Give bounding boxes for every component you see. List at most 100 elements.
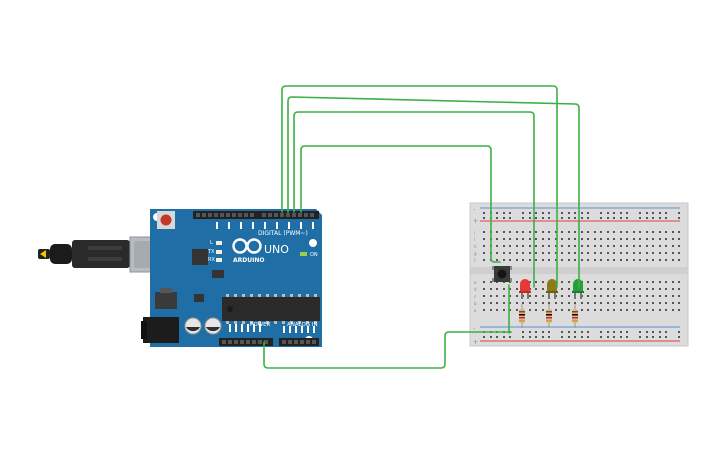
breadboard-hole[interactable]: [639, 309, 641, 311]
breadboard-hole[interactable]: [652, 331, 654, 333]
breadboard-hole[interactable]: [607, 281, 609, 283]
breadboard-hole[interactable]: [652, 231, 654, 233]
breadboard-hole[interactable]: [678, 231, 680, 233]
breadboard-hole[interactable]: [626, 212, 628, 214]
breadboard-hole[interactable]: [613, 336, 615, 338]
breadboard-hole[interactable]: [633, 295, 635, 297]
breadboard-hole[interactable]: [496, 302, 498, 304]
breadboard-hole[interactable]: [620, 212, 622, 214]
breadboard-hole[interactable]: [574, 331, 576, 333]
breadboard-hole[interactable]: [516, 238, 518, 240]
breadboard-hole[interactable]: [613, 217, 615, 219]
breadboard-hole[interactable]: [568, 302, 570, 304]
breadboard-hole[interactable]: [483, 336, 485, 338]
breadboard-hole[interactable]: [626, 288, 628, 290]
breadboard-hole[interactable]: [561, 245, 563, 247]
breadboard-hole[interactable]: [613, 302, 615, 304]
breadboard-hole[interactable]: [646, 212, 648, 214]
breadboard-hole[interactable]: [509, 295, 511, 297]
breadboard-hole[interactable]: [646, 238, 648, 240]
breadboard-hole[interactable]: [535, 336, 537, 338]
wire-button[interactable]: [300, 145, 501, 263]
breadboard-hole[interactable]: [522, 331, 524, 333]
breadboard-hole[interactable]: [652, 288, 654, 290]
breadboard-hole[interactable]: [548, 231, 550, 233]
breadboard-hole[interactable]: [607, 259, 609, 261]
breadboard-hole[interactable]: [535, 238, 537, 240]
breadboard-hole[interactable]: [574, 336, 576, 338]
breadboard-hole[interactable]: [542, 281, 544, 283]
breadboard-hole[interactable]: [626, 331, 628, 333]
breadboard-hole[interactable]: [600, 331, 602, 333]
wire-red-led[interactable]: [293, 111, 535, 288]
breadboard-hole[interactable]: [665, 259, 667, 261]
arduino-uno-board[interactable]: DIGITAL (PWM~) ON L TX RX ARDUINO UNO: [141, 209, 322, 347]
breadboard-hole[interactable]: [639, 288, 641, 290]
breadboard-hole[interactable]: [594, 288, 596, 290]
breadboard-hole[interactable]: [561, 252, 563, 254]
breadboard-hole[interactable]: [561, 259, 563, 261]
breadboard-hole[interactable]: [646, 252, 648, 254]
breadboard-hole[interactable]: [542, 238, 544, 240]
breadboard-hole[interactable]: [503, 217, 505, 219]
breadboard-hole[interactable]: [665, 331, 667, 333]
breadboard-hole[interactable]: [665, 245, 667, 247]
breadboard-hole[interactable]: [607, 252, 609, 254]
breadboard-hole[interactable]: [600, 238, 602, 240]
breadboard-hole[interactable]: [542, 331, 544, 333]
breadboard-hole[interactable]: [496, 336, 498, 338]
breadboard-hole[interactable]: [678, 252, 680, 254]
breadboard-hole[interactable]: [646, 259, 648, 261]
breadboard-hole[interactable]: [581, 252, 583, 254]
breadboard-hole[interactable]: [587, 288, 589, 290]
breadboard-hole[interactable]: [535, 259, 537, 261]
breadboard-hole[interactable]: [555, 245, 557, 247]
breadboard-hole[interactable]: [587, 336, 589, 338]
breadboard-hole[interactable]: [561, 288, 563, 290]
breadboard-hole[interactable]: [581, 212, 583, 214]
breadboard-hole[interactable]: [613, 252, 615, 254]
breadboard-hole[interactable]: [646, 336, 648, 338]
breadboard-hole[interactable]: [509, 217, 511, 219]
breadboard-hole[interactable]: [659, 217, 661, 219]
breadboard-hole[interactable]: [568, 217, 570, 219]
breadboard-hole[interactable]: [607, 231, 609, 233]
breadboard-hole[interactable]: [529, 245, 531, 247]
breadboard-hole[interactable]: [483, 231, 485, 233]
breadboard-hole[interactable]: [600, 288, 602, 290]
breadboard-hole[interactable]: [646, 245, 648, 247]
breadboard-hole[interactable]: [639, 336, 641, 338]
breadboard-hole[interactable]: [594, 238, 596, 240]
breadboard-hole[interactable]: [529, 309, 531, 311]
breadboard-hole[interactable]: [522, 245, 524, 247]
breadboard-hole[interactable]: [672, 252, 674, 254]
breadboard-hole[interactable]: [607, 336, 609, 338]
breadboard-hole[interactable]: [626, 238, 628, 240]
breadboard-hole[interactable]: [542, 295, 544, 297]
breadboard-hole[interactable]: [561, 217, 563, 219]
breadboard-hole[interactable]: [672, 302, 674, 304]
breadboard-hole[interactable]: [542, 212, 544, 214]
breadboard-hole[interactable]: [620, 259, 622, 261]
breadboard-hole[interactable]: [542, 259, 544, 261]
power-jack[interactable]: [143, 317, 179, 343]
breadboard-hole[interactable]: [509, 252, 511, 254]
breadboard-hole[interactable]: [607, 288, 609, 290]
breadboard-hole[interactable]: [620, 336, 622, 338]
breadboard-hole[interactable]: [678, 217, 680, 219]
green-led[interactable]: [572, 279, 584, 299]
breadboard-hole[interactable]: [620, 217, 622, 219]
breadboard-hole[interactable]: [613, 212, 615, 214]
breadboard-hole[interactable]: [633, 302, 635, 304]
breadboard-hole[interactable]: [522, 238, 524, 240]
breadboard-hole[interactable]: [490, 295, 492, 297]
breadboard-hole[interactable]: [483, 295, 485, 297]
breadboard-hole[interactable]: [509, 309, 511, 311]
wire-green-led[interactable]: [281, 85, 558, 288]
breadboard-hole[interactable]: [496, 288, 498, 290]
breadboard-hole[interactable]: [509, 238, 511, 240]
breadboard-hole[interactable]: [496, 245, 498, 247]
breadboard-hole[interactable]: [672, 295, 674, 297]
breadboard-hole[interactable]: [561, 309, 563, 311]
breadboard-hole[interactable]: [568, 212, 570, 214]
